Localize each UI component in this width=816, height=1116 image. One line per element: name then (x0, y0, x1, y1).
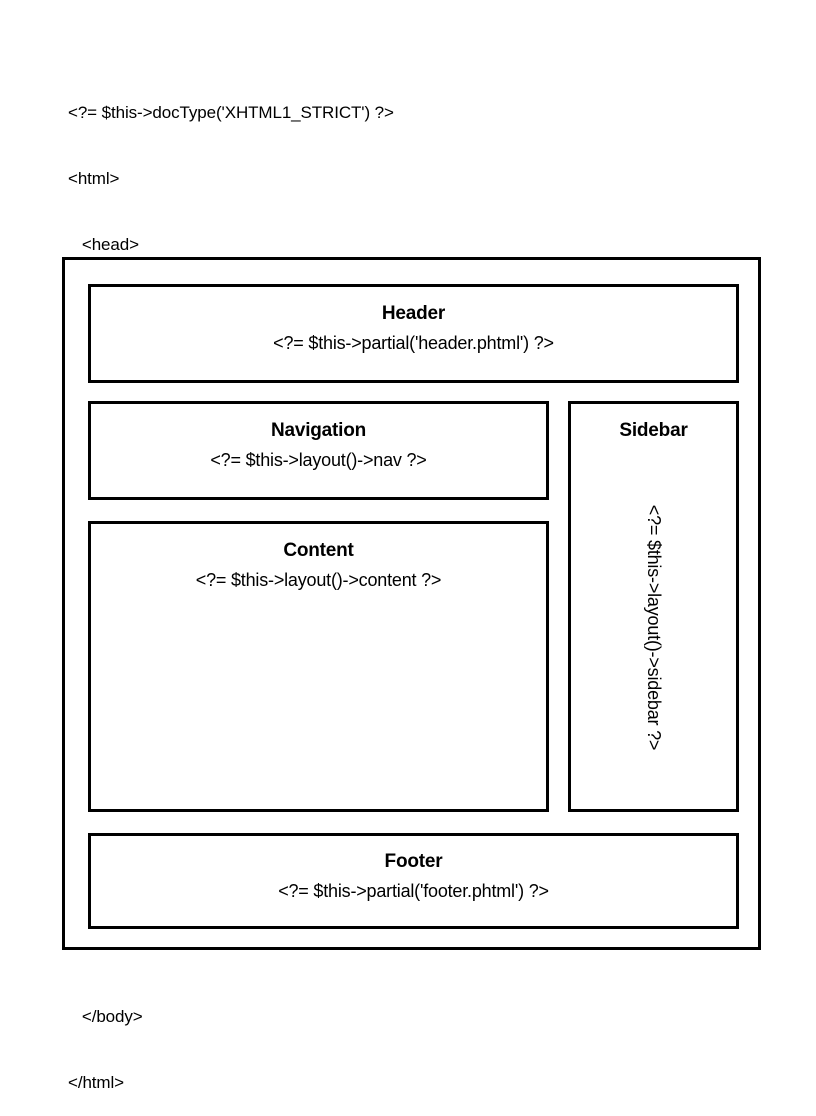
sidebar-box-title: Sidebar (619, 420, 688, 441)
navigation-box-code: <?= $this->layout()->nav ?> (210, 450, 427, 470)
header-box-code: <?= $this->partial('header.phtml') ?> (273, 333, 554, 353)
navigation-box-title: Navigation (270, 420, 367, 441)
footer-box-title: Footer (384, 851, 443, 872)
code-line: </html> (68, 1073, 124, 1092)
sidebar-box-code: <?= $this->layout()->sidebar ?> (644, 504, 665, 751)
sidebar-rotated-code-wrap: <?= $this->layout()->sidebar ?> (571, 450, 736, 805)
code-line: <head> (68, 235, 139, 254)
content-box: Content <?= $this->layout()->content ?> (88, 521, 549, 812)
header-box: Header <?= $this->partial('header.phtml'… (88, 284, 739, 383)
content-box-title: Content (283, 540, 354, 561)
sidebar-box: Sidebar <?= $this->layout()->sidebar ?> (568, 401, 739, 812)
content-box-code: <?= $this->layout()->content ?> (195, 570, 442, 590)
header-box-title: Header (381, 303, 446, 324)
code-line: </body> (68, 1007, 143, 1026)
code-line: <html> (68, 169, 120, 188)
code-line: <?= $this->docType('XHTML1_STRICT') ?> (68, 103, 394, 122)
layout-outer-frame: Header <?= $this->partial('header.phtml'… (62, 257, 761, 950)
navigation-box: Navigation <?= $this->layout()->nav ?> (88, 401, 549, 500)
code-block-bottom: </body> </html> (68, 962, 143, 1116)
footer-box-code: <?= $this->partial('footer.phtml') ?> (278, 881, 549, 901)
footer-box: Footer <?= $this->partial('footer.phtml'… (88, 833, 739, 929)
